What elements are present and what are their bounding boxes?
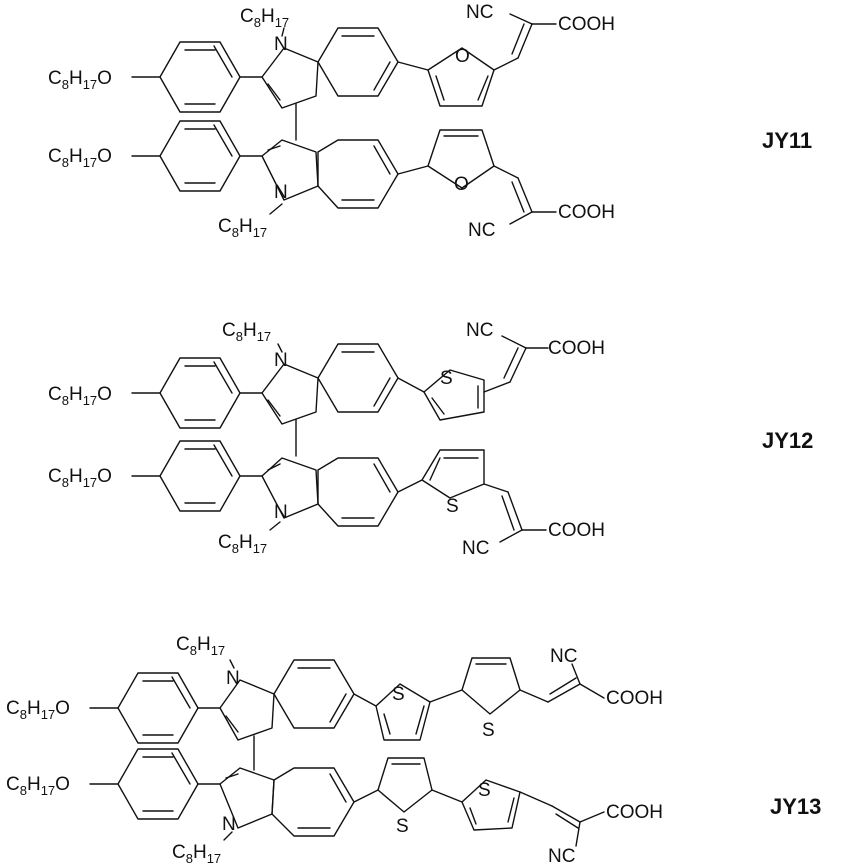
jy12-benzo-bottom	[317, 457, 399, 527]
jy11-n-top: N	[274, 34, 288, 55]
compound-jy13: C8H17O N C8H17 S S	[6, 634, 821, 867]
jy13-cooh-top: COOH	[606, 688, 663, 709]
jy11-alkoxy-top: C8H17O	[48, 68, 112, 92]
jy12-phenyl-bottom	[159, 440, 241, 512]
jy11-furan-bottom	[427, 129, 495, 189]
jy11-octyl-bottom: C8H17	[218, 216, 267, 240]
jy11-pyrrole-bottom	[261, 139, 319, 201]
jy12-pyrrole-top	[261, 363, 319, 425]
jy12-cooh-bottom: COOH	[548, 520, 605, 541]
jy12-n-bottom: N	[274, 502, 288, 523]
jy13-thiophene2-bottom	[461, 779, 521, 831]
jy13-nc-top: NC	[550, 646, 577, 667]
compound-jy11: C8H17O N C8H17 O	[48, 2, 812, 241]
jy13-alkoxy-bottom: C8H17O	[6, 774, 70, 798]
jy11-nc-top: NC	[466, 2, 493, 23]
jy11-furan-o-bottom: O	[454, 174, 469, 195]
jy13-n-top: N	[226, 668, 240, 689]
jy11-pyrrole-top	[261, 47, 319, 109]
jy12-thiophene-s-bottom: S	[446, 496, 459, 517]
jy13-compound-label: JY13	[770, 794, 821, 819]
jy12-thiophene-bottom	[421, 449, 485, 499]
jy13-benzo-bottom	[271, 767, 355, 837]
jy13-n-bottom: N	[222, 814, 236, 835]
jy13-thiophene1-s-top: S	[392, 684, 405, 705]
jy13-thiophene1-s-bottom: S	[396, 816, 409, 837]
jy11-benzo-bottom	[317, 139, 399, 209]
jy11-phenyl-bottom	[159, 120, 241, 192]
jy13-thiophene2-s-bottom: S	[478, 780, 491, 801]
jy13-upper-dimer-unit: C8H17O N C8H17 S S	[6, 634, 663, 744]
jy12-n-top: N	[274, 350, 288, 371]
jy11-compound-label: JY11	[762, 128, 812, 153]
jy11-alkoxy-bottom: C8H17O	[48, 146, 112, 170]
jy12-alkoxy-bottom: C8H17O	[48, 466, 112, 490]
jy12-compound-label: JY12	[762, 428, 813, 453]
jy13-nc-bottom: NC	[548, 846, 575, 867]
jy13-benzo-top	[273, 659, 355, 729]
jy11-furan-top	[427, 47, 495, 107]
jy11-n-bottom: N	[274, 182, 288, 203]
jy11-furan-o-top: O	[455, 46, 470, 67]
jy11-octyl-top: C8H17	[240, 6, 289, 30]
jy13-cooh-bottom: COOH	[606, 802, 663, 823]
jy12-nc-top: NC	[466, 320, 493, 341]
jy12-benzo-top	[317, 343, 399, 413]
jy12-octyl-bottom: C8H17	[218, 532, 267, 556]
jy12-thiophene-s-top: S	[440, 368, 453, 389]
jy13-octyl-top: C8H17	[176, 634, 225, 658]
jy11-cooh-bottom: COOH	[558, 202, 615, 223]
jy12-alkoxy-top: C8H17O	[48, 384, 112, 408]
jy11-cooh-top: COOH	[558, 14, 615, 35]
jy13-thiophene1-top	[375, 683, 431, 741]
jy13-lower-dimer-unit: C8H17O N C8H17 S S	[6, 748, 663, 867]
jy13-alkoxy-top: C8H17O	[6, 698, 70, 722]
jy12-lower-dimer-unit: C8H17O N C8H17 S NC COO	[48, 440, 605, 559]
jy11-upper-dimer-unit: C8H17O N C8H17 O	[48, 2, 615, 113]
jy13-thiophene2-top	[461, 657, 521, 715]
jy11-lower-dimer-unit: C8H17O N C8H17 O NC COOH	[48, 120, 615, 241]
jy12-thiophene-top	[423, 369, 485, 421]
jy13-thiophene2-s-top: S	[482, 720, 495, 741]
jy13-thiophene1-bottom	[377, 757, 433, 813]
jy11-benzo-top	[317, 27, 399, 97]
jy12-upper-dimer-unit: C8H17O N C8H17 S NC COO	[48, 320, 605, 429]
jy11-nc-bottom: NC	[468, 220, 495, 241]
jy12-cooh-top: COOH	[548, 338, 605, 359]
jy13-phenyl-bottom	[117, 748, 199, 820]
compound-jy12: C8H17O N C8H17 S NC COO	[48, 320, 813, 559]
jy12-pyrrole-bottom	[261, 457, 319, 519]
jy13-octyl-bottom: C8H17	[172, 842, 221, 866]
jy13-pyrrole-top	[219, 679, 275, 741]
jy12-phenyl-top	[159, 357, 241, 429]
jy12-octyl-top: C8H17	[222, 320, 271, 344]
jy13-phenyl-top	[117, 672, 199, 744]
jy11-phenyl-top	[159, 41, 241, 113]
jy12-nc-bottom: NC	[462, 538, 489, 559]
